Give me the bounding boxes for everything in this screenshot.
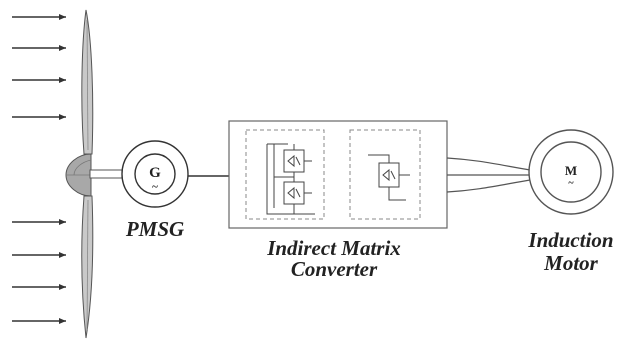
converter-to-motor-lines xyxy=(446,157,531,193)
turbine-nacelle xyxy=(89,169,123,179)
motor-symbol: M xyxy=(565,163,577,178)
induction-motor: M ~ xyxy=(528,129,614,215)
wind-arrows xyxy=(12,14,66,324)
motor-inner-circle xyxy=(540,141,602,203)
rectifier-stage xyxy=(245,129,325,220)
converter-caption-line1: Indirect Matrix xyxy=(266,236,401,260)
inverter-stage xyxy=(349,129,421,220)
converter-box xyxy=(228,120,448,229)
generator-symbol: G xyxy=(149,165,161,181)
motor-caption-line2: Motor xyxy=(543,251,599,275)
generator-tilde: ~ xyxy=(152,181,158,193)
motor-caption-line1: Induction xyxy=(527,228,613,252)
wind-turbine xyxy=(65,9,123,339)
pmsg-caption: PMSG xyxy=(125,217,184,241)
converter-caption-line2: Converter xyxy=(291,257,378,281)
motor-tilde: ~ xyxy=(568,178,574,189)
rectifier-dashed-box xyxy=(245,129,325,220)
inverter-dashed-box xyxy=(349,129,421,220)
pmsg-generator: G ~ xyxy=(121,140,189,208)
generator-inner-circle xyxy=(134,153,176,195)
